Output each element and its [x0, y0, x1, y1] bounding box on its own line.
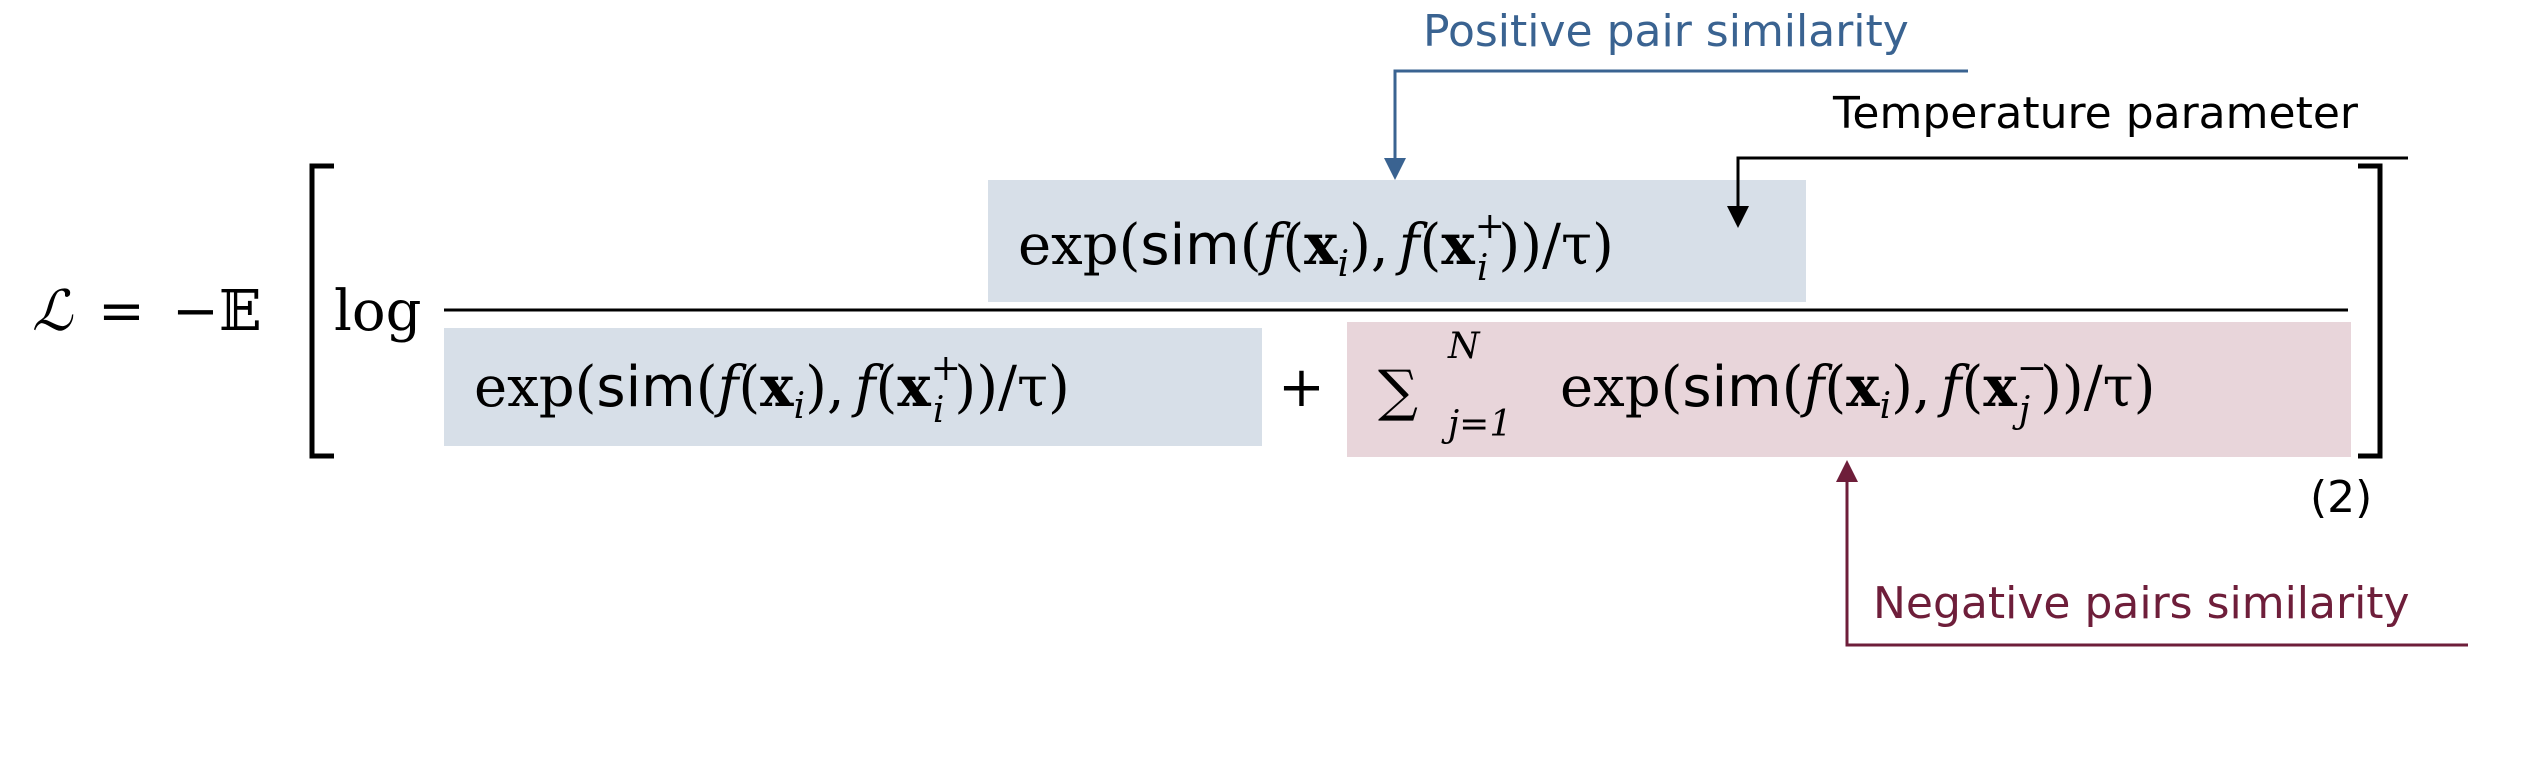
- negative-label: Negative pairs similarity: [1873, 578, 2410, 629]
- negative-arrowhead: [1836, 460, 1858, 482]
- sum-symbol: ∑: [1378, 359, 1418, 424]
- negative-annotation: Negative pairs similarity: [1836, 460, 2468, 647]
- denominator-negative-highlight-box: [1347, 322, 2351, 457]
- temperature-leader-line: [1736, 156, 2408, 206]
- right-bracket: [2358, 163, 2383, 459]
- equation-number: (2): [2310, 472, 2372, 523]
- positive-annotation: Positive pair similarity: [1384, 6, 1968, 180]
- svg-text:exp(sim(f(xi),f(x+i))/τ): exp(sim(f(xi),f(x+i))/τ): [1018, 206, 1614, 289]
- temperature-label: Temperature parameter: [1832, 88, 2359, 139]
- denominator-positive-term: exp(sim(f(xi),f(x+i))/τ): [474, 348, 1070, 431]
- positive-label: Positive pair similarity: [1423, 6, 1909, 57]
- numerator: exp(sim(f(xi),f(x+i))/τ): [1018, 206, 1614, 289]
- loss-symbol: ℒ: [32, 279, 74, 344]
- positive-arrowhead: [1384, 158, 1406, 180]
- minus-expectation: −𝔼: [172, 279, 262, 344]
- log-operator: log: [334, 279, 421, 344]
- denominator-positive-highlight-box: [444, 328, 1262, 446]
- left-bracket: [309, 163, 334, 459]
- positive-leader-line: [1393, 69, 1968, 160]
- negative-leader-line: [1845, 480, 2468, 647]
- sum-upper-limit: N: [1447, 326, 1481, 367]
- temperature-arrowhead: [1727, 206, 1749, 228]
- temperature-annotation: Temperature parameter: [1727, 88, 2408, 228]
- svg-text:exp(sim(f(xi),f(x+i))/τ): exp(sim(f(xi),f(x+i))/τ): [474, 348, 1070, 431]
- sum-lower-limit: j=1: [1441, 404, 1512, 445]
- equals-sign: =: [98, 279, 145, 344]
- plus-sign: +: [1278, 355, 1325, 420]
- denominator-negative-term: ∑ N j=1 exp(sim(f(xi),f(x−j))/τ): [1378, 326, 2155, 445]
- numerator-highlight-box: [988, 180, 1806, 302]
- svg-text:exp(sim(f(xi),f(x−j))/τ): exp(sim(f(xi),f(x−j))/τ): [1560, 348, 2155, 431]
